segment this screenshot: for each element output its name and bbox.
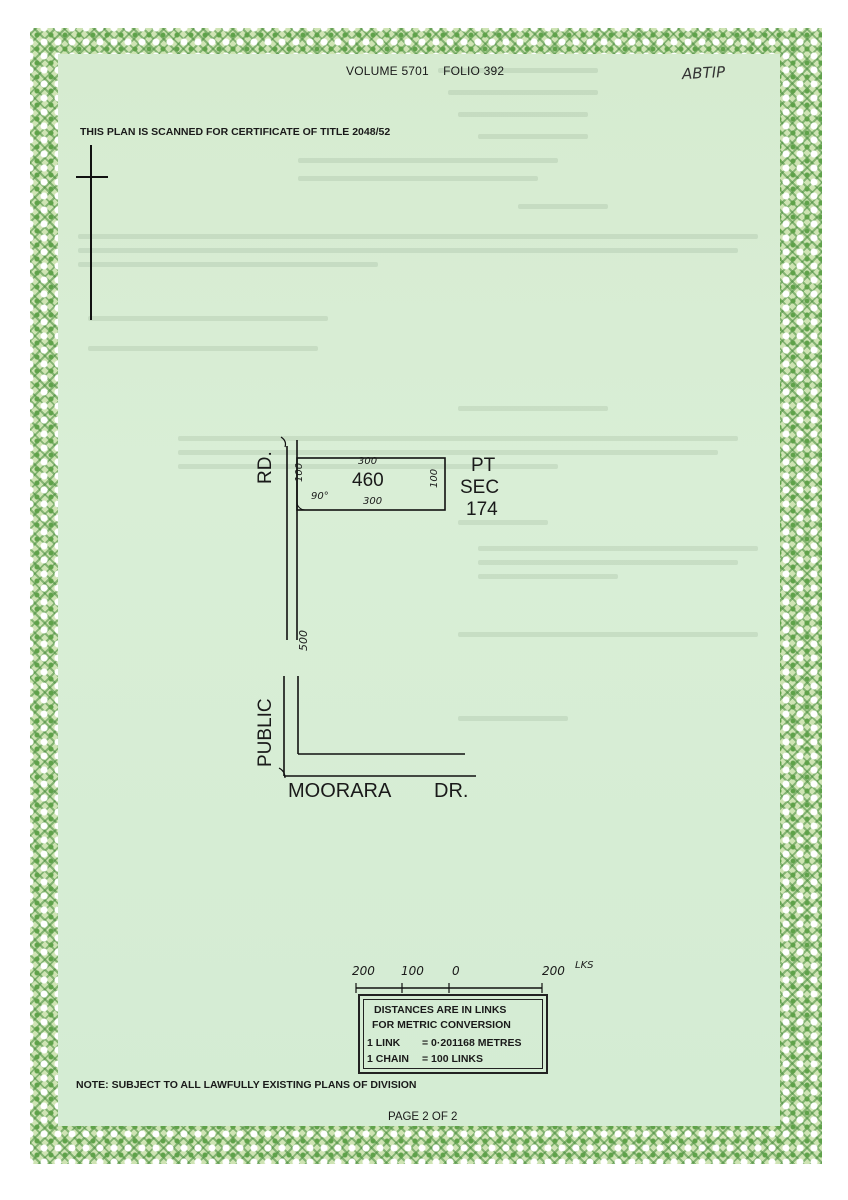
conversion-chain-label: 1 CHAIN [367, 1053, 410, 1065]
dimension-top: 300 [358, 456, 378, 467]
registration-cross [76, 145, 108, 320]
scale-label-200-right: 200 [542, 964, 565, 978]
volume-label: VOLUME [346, 64, 398, 78]
angle-arc [296, 501, 306, 511]
road-length: 500 [297, 630, 310, 651]
folio-number: 392 [483, 64, 505, 78]
dimension-bottom: 300 [363, 496, 383, 507]
lot-boundary [296, 457, 446, 511]
footer-note: NOTE: SUBJECT TO ALL LAWFULLY EXISTING P… [76, 1079, 417, 1091]
scale-label-0: 0 [452, 964, 460, 978]
road-bottom-suffix: DR. [434, 780, 469, 802]
road-left-name: PUBLIC [255, 698, 276, 767]
road-left-suffix: RD. [255, 451, 276, 484]
road-tick-top [280, 436, 287, 448]
parcel-line-1: PT [471, 455, 496, 476]
volume-folio: VOLUME 5701 FOLIO 392 [346, 64, 504, 78]
conversion-link-value: = 0·201168 METRES [422, 1037, 522, 1049]
conversion-box: DISTANCES ARE IN LINKS FOR METRIC CONVER… [358, 994, 548, 1074]
dimension-right: 100 [429, 468, 440, 488]
angle-label: 90° [311, 491, 329, 502]
conversion-chain-value: = 100 LINKS [422, 1053, 483, 1065]
parcel-line-2: SEC [460, 477, 500, 498]
conversion-line-1: DISTANCES ARE IN LINKS [374, 1004, 507, 1016]
scale-label-100: 100 [401, 964, 424, 978]
folio-label: FOLIO [443, 64, 481, 78]
title-sheet [58, 54, 780, 1126]
conversion-link-label: 1 LINK [367, 1037, 401, 1049]
volume-number: 5701 [401, 64, 429, 78]
parcel-line-3: 174 [466, 499, 498, 520]
scale-unit: LKS [575, 960, 594, 971]
road-bottom-name: MOORARA [288, 780, 392, 802]
lot-number: 460 [352, 470, 384, 491]
scale-label-200-left: 200 [352, 964, 375, 978]
scan-note: THIS PLAN IS SCANNED FOR CERTIFICATE OF … [80, 126, 391, 138]
road-tick-corner [278, 767, 286, 779]
page-label: PAGE 2 OF 2 [388, 1111, 458, 1123]
dimension-left: 100 [294, 462, 305, 482]
conversion-line-2: FOR METRIC CONVERSION [372, 1019, 511, 1031]
